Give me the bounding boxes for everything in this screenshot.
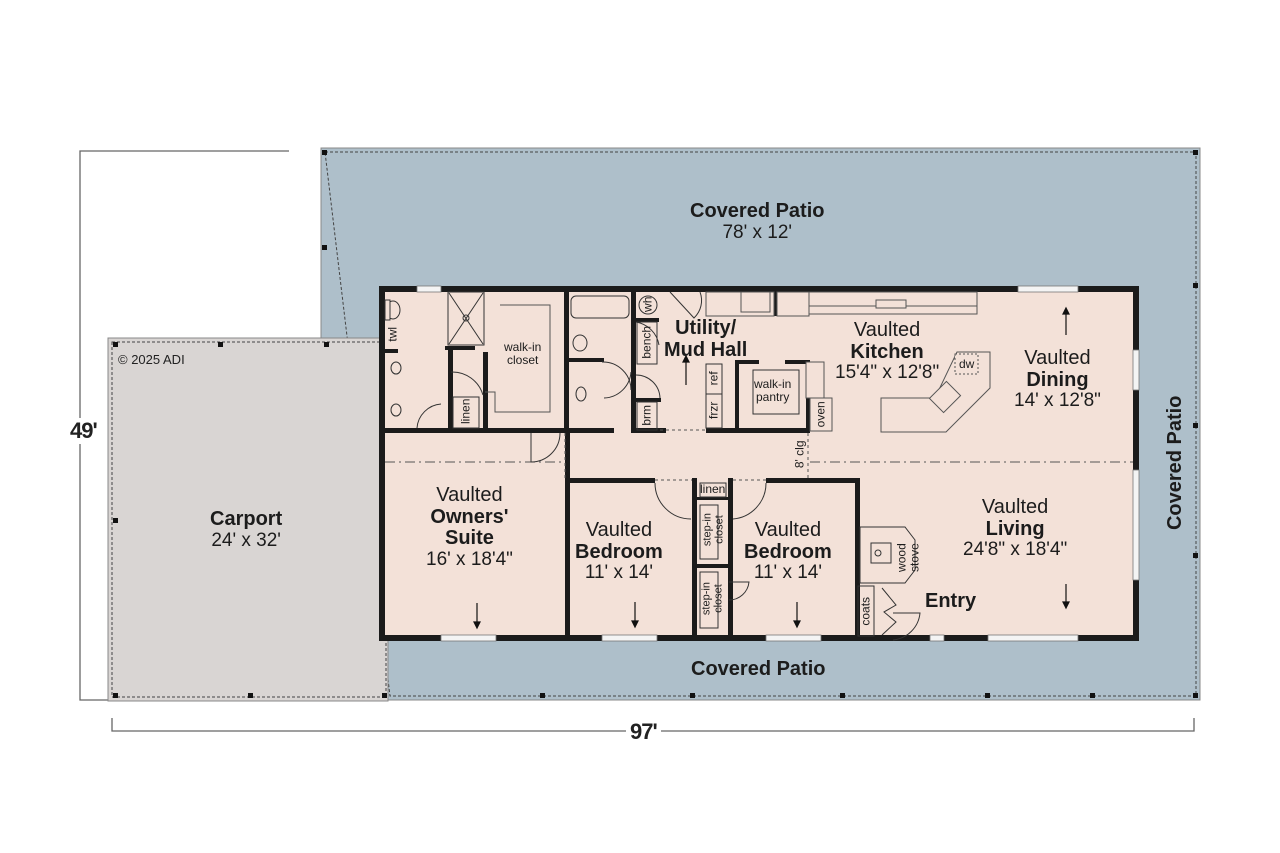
carport-name: Carport (210, 508, 283, 530)
dining-label: Vaulted Dining 14' x 12'8" (1014, 347, 1101, 412)
oven-label: oven (813, 401, 828, 428)
posts (113, 150, 1198, 698)
walk-in-closet-label: walk-in closet (504, 341, 541, 366)
walk-in-pantry-label: walk-in pantry (754, 378, 791, 403)
freezer-label: frzr (706, 401, 721, 419)
kitchen-size: 15'4" x 12'8" (835, 362, 940, 384)
windows (416, 285, 1140, 642)
house-interior (381, 287, 1138, 640)
door-swings (416, 291, 921, 641)
kitchen-prefix: Vaulted (853, 319, 921, 341)
interior-walls (381, 287, 860, 640)
bedroom-2-label: Vaulted Bedroom 11' x 14' (744, 519, 832, 584)
utility-line2: Mud Hall (664, 338, 748, 361)
owners-suite-prefix: Vaulted (436, 484, 503, 506)
living-prefix: Vaulted (981, 496, 1049, 518)
covered-patio-bottom-name: Covered Patio (691, 658, 826, 680)
overall-depth-dimension: 49' (66, 418, 101, 444)
covered-patio-top-label: Covered Patio 78' x 12' (690, 200, 825, 243)
utility-line1: Utility/ (675, 317, 737, 339)
kitchen-name: Kitchen (850, 340, 924, 363)
dining-prefix: Vaulted (1024, 347, 1091, 369)
ceiling-height-label: 8' clg (792, 440, 807, 469)
step-in-closet-1-label: step-in closet (701, 503, 725, 557)
bedroom-2-prefix: Vaulted (754, 519, 822, 541)
wood-stove (859, 526, 916, 584)
owners-suite-name2: Suite (445, 527, 494, 550)
wood-stove-l2: stove (907, 543, 921, 572)
covered-patio-bottom-label: Covered Patio (691, 658, 826, 681)
pantry-l1: walk-in (754, 377, 792, 391)
owners-suite-name1: Owners' (430, 505, 509, 528)
kitchen-counters (705, 291, 991, 433)
bedroom-1-label: Vaulted Bedroom 11' x 14' (575, 519, 663, 584)
broom-closet-label: brm (639, 404, 654, 426)
towel-label: twl (385, 326, 400, 342)
water-heater-label: wh (640, 296, 655, 312)
step-in-closet-1-l1: step-in (701, 513, 714, 547)
carport-area (107, 337, 389, 702)
dining-size: 14' x 12'8" (1014, 390, 1101, 412)
refrigerator-label: ref (706, 371, 721, 386)
carport-label: Carport 24' x 32' (210, 508, 283, 551)
vault-arrows (473, 306, 1070, 630)
dishwasher-label: dw (959, 357, 975, 371)
owners-linen-label: linen (458, 398, 473, 424)
coats-closet-label: coats (858, 596, 873, 626)
wood-stove-label: wood stove (894, 536, 921, 580)
bedroom-1-size: 11' x 14' (584, 562, 653, 584)
walk-in-closet-l1: walk-in (504, 340, 542, 354)
utility-mud-hall-label: Utility/ Mud Hall (664, 317, 748, 361)
carport-size: 24' x 32' (211, 529, 281, 551)
entry-label: Entry (925, 590, 977, 613)
walk-in-closet-l2: closet (506, 352, 539, 367)
shower (447, 291, 485, 346)
living-name: Living (985, 517, 1045, 540)
entry-name: Entry (925, 590, 977, 612)
step-in-closet-2-l2: closet (712, 584, 724, 613)
bedroom-1-prefix: Vaulted (585, 519, 653, 541)
living-size: 24'8" x 18'4" (963, 539, 1068, 561)
bedroom-2-size: 11' x 14' (753, 562, 822, 584)
overall-width-dimension: 97' (626, 719, 661, 745)
bench-label: bench (639, 325, 654, 359)
owners-suite-label: Vaulted Owners' Suite 16' x 18'4" (426, 484, 513, 570)
dining-name: Dining (1026, 368, 1089, 391)
step-in-closet-2-l1: step-in (700, 582, 713, 616)
copyright-notice: © 2025 ADI (118, 352, 185, 367)
step-in-closet-1-l2: closet (713, 515, 725, 544)
covered-patio-right-name: Covered Patio (1164, 395, 1187, 531)
bedroom-2-name: Bedroom (744, 540, 832, 563)
owners-suite-size: 16' x 18'4" (426, 548, 513, 570)
covered-patio-top-name: Covered Patio (690, 200, 825, 222)
bedroom-1-name: Bedroom (575, 540, 663, 563)
exterior-walls (379, 286, 1139, 641)
pantry-l2: pantry (755, 389, 790, 404)
covered-patio-right-label: Covered Patio (1164, 393, 1187, 533)
covered-patio-top-size: 78' x 12' (722, 221, 793, 243)
hall-linen-label: linen (700, 482, 726, 496)
bath-fixtures (384, 295, 658, 417)
living-label: Vaulted Living 24'8" x 18'4" (963, 496, 1068, 561)
step-in-closet-2-label: step-in closet (700, 572, 724, 626)
kitchen-label: Vaulted Kitchen 15'4" x 12'8" (835, 319, 940, 384)
